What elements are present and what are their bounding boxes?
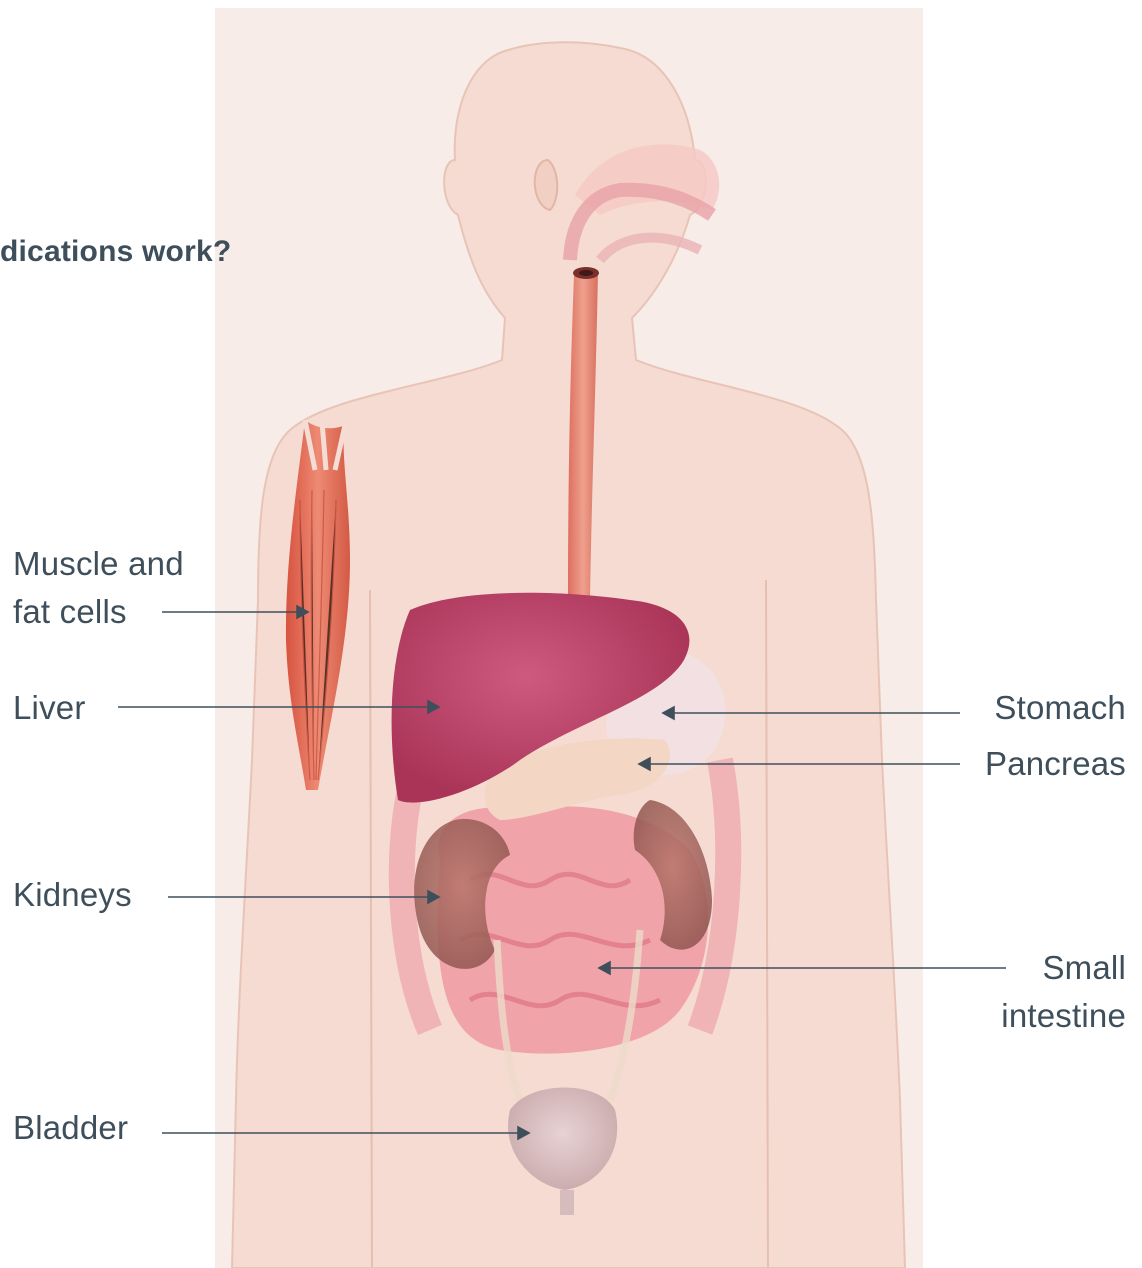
label-stomach: Stomach <box>994 684 1126 732</box>
label-pancreas: Pancreas <box>985 740 1126 788</box>
label-bladder: Bladder <box>13 1104 128 1152</box>
label-small-intestine-line2: intestine <box>1001 992 1126 1040</box>
page-heading: dications work? <box>0 228 231 276</box>
label-liver: Liver <box>13 684 86 732</box>
label-muscle-line1: Muscle and <box>13 540 184 588</box>
label-muscle-line2: fat cells <box>13 588 127 636</box>
label-kidneys: Kidneys <box>13 871 132 919</box>
label-small-intestine-line1: Small <box>1042 944 1126 992</box>
